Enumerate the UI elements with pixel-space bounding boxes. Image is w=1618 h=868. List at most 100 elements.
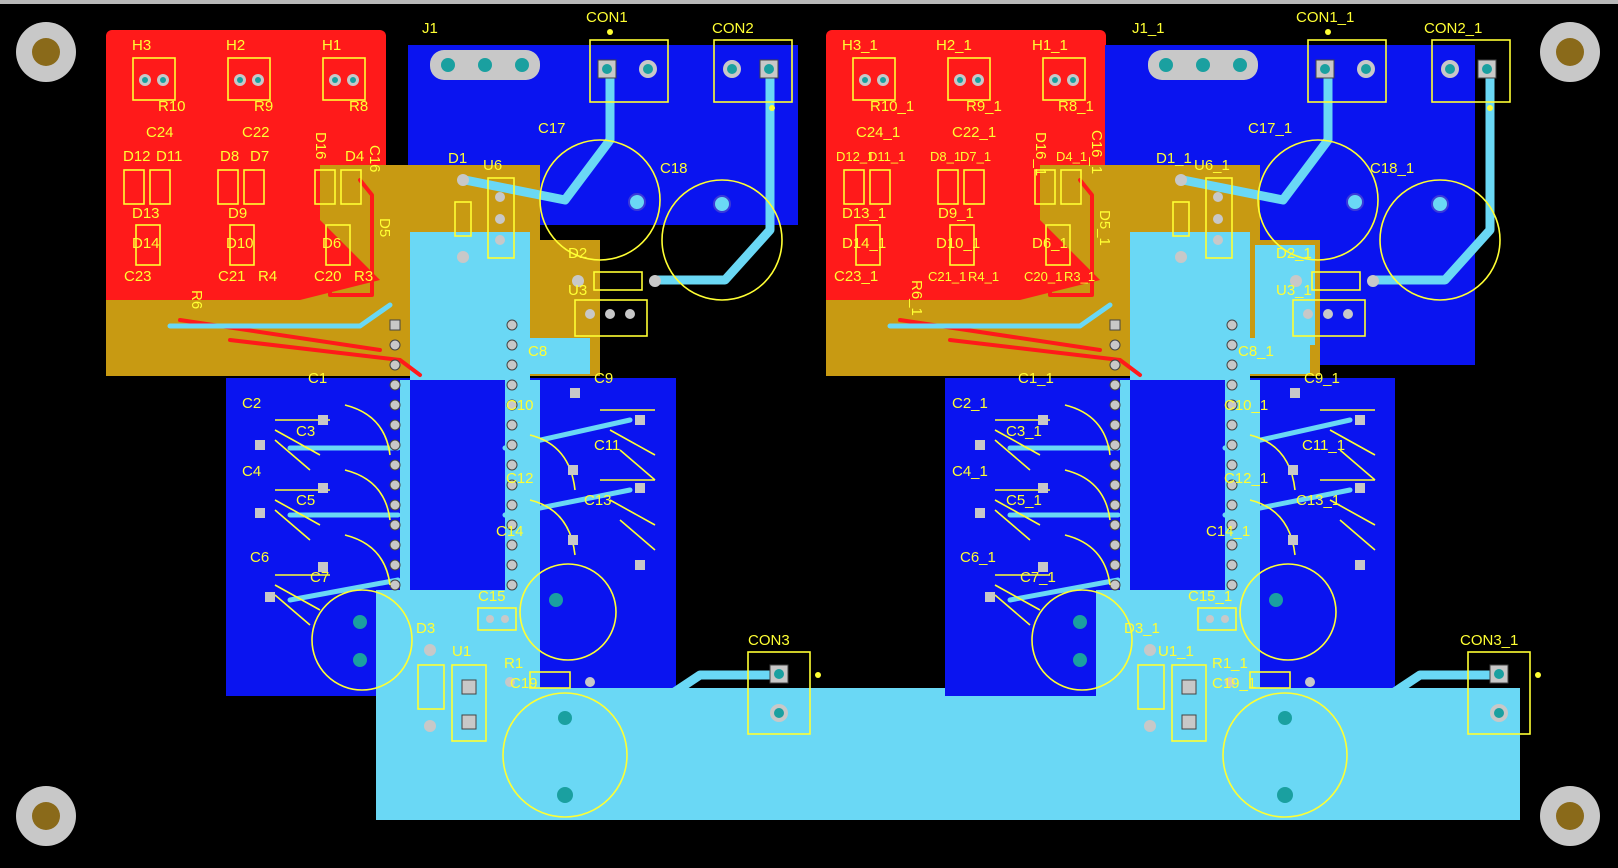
label-C6: C6 bbox=[250, 549, 269, 566]
label-H1_1: H1_1 bbox=[1032, 37, 1068, 54]
label-D6: D6 bbox=[322, 235, 341, 252]
label-C22: C22 bbox=[242, 124, 270, 141]
label-CON2: CON2 bbox=[712, 20, 754, 37]
right-u1 bbox=[1171, 664, 1207, 742]
label-C17: C17 bbox=[538, 120, 566, 137]
left-u6 bbox=[487, 177, 515, 259]
label-C14: C14 bbox=[496, 523, 524, 540]
left-track-con3 bbox=[555, 670, 785, 720]
label-D13: D13 bbox=[132, 205, 160, 222]
label-D14_1: D14_1 bbox=[842, 235, 886, 252]
right-h2-connector bbox=[947, 57, 991, 101]
right-cap-c14 bbox=[1239, 563, 1337, 661]
label-D4: D4 bbox=[345, 148, 364, 165]
label-D2_1: D2_1 bbox=[1276, 245, 1312, 262]
label-C11: C11 bbox=[594, 437, 620, 454]
label-H1: H1 bbox=[322, 37, 341, 54]
left-track-r6 bbox=[167, 302, 393, 329]
left-d3 bbox=[417, 644, 445, 732]
left-track-con2 bbox=[650, 65, 775, 285]
label-D1: D1 bbox=[448, 150, 467, 167]
label-D10_1: D10_1 bbox=[936, 235, 980, 252]
left-j1-connector bbox=[430, 50, 540, 80]
left-red-trace-2 bbox=[238, 178, 277, 297]
label-R9: R9 bbox=[254, 98, 273, 115]
right-lightblue-u3 bbox=[1255, 245, 1315, 345]
label-C15_1: C15_1 bbox=[1188, 588, 1232, 605]
label-D11: D11 bbox=[156, 148, 182, 165]
right-red-trace-1 bbox=[868, 178, 902, 297]
mounting-hole-top-right bbox=[1540, 22, 1600, 82]
label-D11_1: D11_1 bbox=[868, 149, 905, 164]
label-D5: D5 bbox=[376, 218, 393, 237]
label-D12: D12 bbox=[123, 148, 151, 165]
left-diode-array bbox=[123, 169, 362, 266]
right-h1-connector bbox=[1042, 57, 1086, 101]
label-CON1: CON1 bbox=[586, 9, 628, 26]
left-cap-c7 bbox=[311, 589, 413, 691]
left-cap-c17 bbox=[539, 139, 661, 261]
label-D6_1: D6_1 bbox=[1032, 235, 1068, 252]
label-R6_1: R6_1 bbox=[908, 280, 925, 316]
label-CON1_1: CON1_1 bbox=[1296, 9, 1354, 26]
label-C20_1: C20_1 bbox=[1024, 269, 1062, 284]
label-C23: C23 bbox=[124, 268, 152, 285]
label-R3_1: R3_1 bbox=[1064, 269, 1095, 284]
right-j1-connector bbox=[1148, 50, 1258, 80]
left-red-trace-3 bbox=[328, 178, 374, 297]
left-cap-c19 bbox=[502, 692, 628, 818]
label-U6: U6 bbox=[483, 157, 502, 174]
right-d1 bbox=[1172, 174, 1190, 263]
left-u1 bbox=[451, 664, 487, 742]
left-h2-connector bbox=[227, 57, 271, 101]
left-track-c-bank-5 bbox=[502, 487, 633, 518]
label-C9: C9 bbox=[594, 370, 613, 387]
label-C7: C7 bbox=[310, 569, 329, 586]
right-track-c-bank-3 bbox=[1007, 577, 1121, 603]
right-u3 bbox=[1292, 299, 1366, 337]
label-H3: H3 bbox=[132, 37, 151, 54]
right-cap-c7 bbox=[1031, 589, 1133, 691]
label-D3: D3 bbox=[416, 620, 435, 637]
right-diode-array bbox=[843, 169, 1082, 266]
label-C19_1: C19_1 bbox=[1212, 675, 1256, 692]
right-red-trace-3 bbox=[1048, 178, 1094, 297]
left-lightblue-ic-pad bbox=[400, 232, 540, 600]
label-C5_1: C5_1 bbox=[1006, 492, 1042, 509]
left-cap-bank-pads bbox=[255, 388, 645, 602]
label-D8: D8 bbox=[220, 148, 239, 165]
label-C12: C12 bbox=[506, 470, 534, 487]
left-lightblue-c8 bbox=[470, 338, 590, 374]
right-cap-c18 bbox=[1379, 179, 1501, 301]
label-H3_1: H3_1 bbox=[842, 37, 878, 54]
left-d1 bbox=[454, 174, 472, 263]
label-D3_1: D3_1 bbox=[1124, 620, 1160, 637]
label-D9: D9 bbox=[228, 205, 247, 222]
label-C16: C16 bbox=[366, 145, 383, 173]
label-C12_1: C12_1 bbox=[1224, 470, 1268, 487]
window-top-border bbox=[0, 0, 1618, 4]
label-D16_1: D16_1 bbox=[1032, 132, 1049, 176]
label-R6: R6 bbox=[188, 290, 205, 309]
label-C18: C18 bbox=[660, 160, 688, 177]
right-c15 bbox=[1197, 607, 1237, 631]
label-D8_1: D8_1 bbox=[930, 149, 961, 164]
right-section: H3_1 H2_1 H1_1 J1_1 CON1_1 CON2_1 R10_1 … bbox=[826, 9, 1541, 820]
left-r1 bbox=[505, 671, 595, 689]
right-h3-connector bbox=[852, 57, 896, 101]
label-C18_1: C18_1 bbox=[1370, 160, 1414, 177]
left-c15 bbox=[477, 607, 517, 631]
label-C13: C13 bbox=[584, 492, 612, 509]
label-CON3: CON3 bbox=[748, 632, 790, 649]
left-track-con1 bbox=[460, 65, 615, 205]
left-con1-connector bbox=[589, 29, 669, 103]
label-R8: R8 bbox=[349, 98, 368, 115]
right-cap-bank-pads bbox=[975, 388, 1365, 602]
right-track-r6 bbox=[887, 302, 1113, 329]
label-H2: H2 bbox=[226, 37, 245, 54]
label-C21: C21 bbox=[218, 268, 246, 285]
label-C3: C3 bbox=[296, 423, 315, 440]
label-U3_1: U3_1 bbox=[1276, 282, 1312, 299]
label-C10_1: C10_1 bbox=[1224, 397, 1268, 414]
